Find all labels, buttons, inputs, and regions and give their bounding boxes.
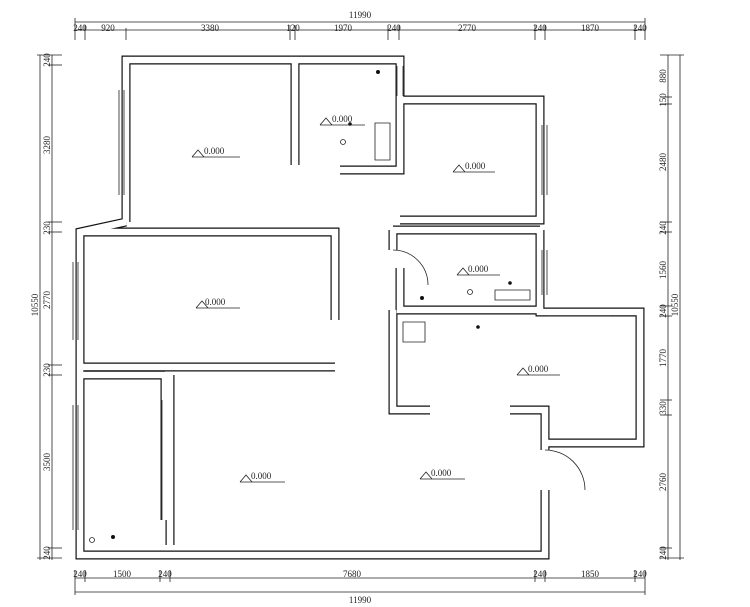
room-levels: 0.000 0.000 0.000 0.000 0.000 0.000 0.00…	[191, 114, 560, 483]
walls	[75, 55, 645, 560]
room-level-bathroom-middle: 0.000	[468, 264, 489, 274]
top-dimension-lines	[74, 18, 646, 40]
top-dim: 2770	[458, 23, 477, 33]
doors	[161, 249, 586, 520]
room-level-living-right: 0.000	[431, 468, 452, 478]
right-dim: 1770	[658, 349, 668, 368]
left-dim: 3500	[42, 453, 52, 472]
right-dim: 240	[658, 221, 668, 235]
left-dim: 240	[42, 53, 52, 67]
bottom-dim: 240	[633, 569, 647, 579]
level-marker: 0.000	[452, 161, 495, 173]
room-level-bedroom-top-right: 0.000	[465, 161, 486, 171]
right-dim: 1560	[658, 261, 668, 280]
top-dim: 3380	[201, 23, 220, 33]
room-level-kitchen: 0.000	[528, 364, 549, 374]
room-level-bathroom-top: 0.000	[332, 114, 353, 124]
fixtures	[89, 70, 531, 543]
left-dim: 2770	[42, 291, 52, 310]
left-dim: 230	[42, 363, 52, 377]
bottom-dim: 240	[158, 569, 172, 579]
level-marker: 0.000	[419, 468, 465, 480]
right-dim: 2760	[658, 473, 668, 492]
windows	[72, 66, 610, 530]
bottom-dim: 240	[533, 569, 547, 579]
left-dimension-lines	[37, 54, 62, 560]
level-marker: 0.000	[456, 264, 500, 276]
top-dim: 1970	[334, 23, 353, 33]
top-total-dim: 11990	[349, 10, 372, 20]
level-marker: 0.000	[191, 146, 240, 158]
right-dim: 240	[658, 546, 668, 560]
left-dim: 3280	[42, 136, 52, 155]
room-level-living-left: 0.000	[251, 471, 272, 481]
top-dim: 240	[633, 23, 647, 33]
level-marker: 0.000	[239, 471, 285, 483]
bottom-dim: 1850	[581, 569, 600, 579]
top-dim: 1870	[581, 23, 600, 33]
bottom-dim: 240	[73, 569, 87, 579]
top-dim: 240	[533, 23, 547, 33]
left-dim: 230	[42, 221, 52, 235]
top-dim: 120	[286, 23, 300, 33]
right-dim: 150	[658, 93, 668, 107]
level-marker: 0.000	[516, 364, 560, 376]
right-dim: 880	[658, 69, 668, 83]
top-dim: 920	[101, 23, 115, 33]
bottom-dimension-lines	[74, 570, 646, 595]
right-dim: 330	[658, 401, 668, 415]
right-total-dim: 10550	[670, 293, 680, 316]
bottom-total-dim: 11990	[349, 595, 372, 605]
bottom-dim: 1500	[113, 569, 132, 579]
bottom-dim: 7680	[343, 569, 362, 579]
room-level-bedroom-top-left: 0.000	[204, 146, 225, 156]
top-dim: 240	[73, 23, 87, 33]
right-dimension-lines	[660, 54, 684, 560]
level-marker: 0.000	[195, 297, 240, 309]
top-dim: 240	[387, 23, 401, 33]
right-dim: 2480	[658, 153, 668, 172]
left-total-dim: 10550	[30, 293, 40, 316]
level-marker: 0.000	[319, 114, 365, 126]
left-dim: 240	[42, 546, 52, 560]
right-dim: 240	[658, 304, 668, 318]
room-level-bedroom-left: 0.000	[205, 297, 226, 307]
